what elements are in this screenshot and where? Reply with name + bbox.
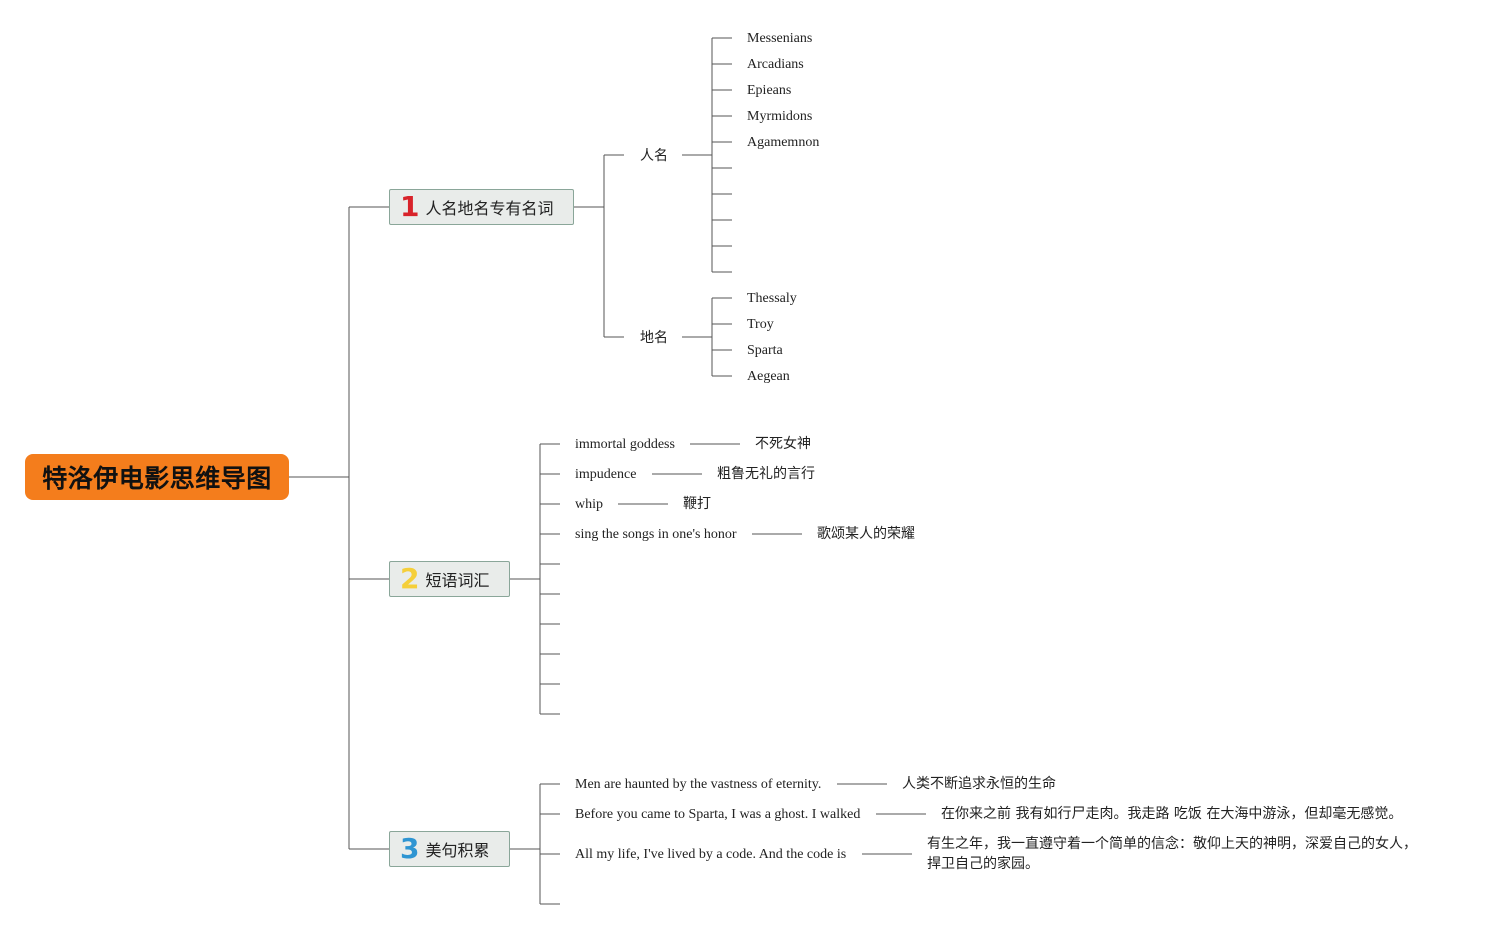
person-name-item[interactable]: Messenians bbox=[747, 31, 813, 46]
phrase-chinese[interactable]: 鞭打 bbox=[683, 496, 711, 512]
branch-label-phrases: 短语词汇 bbox=[425, 571, 490, 590]
person-name-item[interactable]: Epieans bbox=[747, 83, 792, 98]
phrase-chinese[interactable]: 粗鲁无礼的言行 bbox=[717, 466, 815, 482]
phrase-chinese[interactable]: 歌颂某人的荣耀 bbox=[817, 526, 915, 542]
sentence-chinese[interactable]: 捍卫自己的家园。 bbox=[927, 856, 1039, 872]
place-name-item[interactable]: Sparta bbox=[747, 343, 783, 358]
branch-proper-nouns[interactable]: 1 人名地名专有名词 bbox=[389, 189, 574, 225]
sentence-english[interactable]: Men are haunted by the vastness of etern… bbox=[575, 777, 822, 792]
group-place-names[interactable]: 地名 bbox=[640, 330, 668, 346]
root-title: 特洛伊电影思维导图 bbox=[42, 464, 272, 493]
branch-label-sentences: 美句积累 bbox=[425, 841, 490, 860]
branch-number-2: 2 bbox=[400, 562, 420, 595]
branch-number-3: 3 bbox=[400, 832, 420, 865]
place-name-item[interactable]: Aegean bbox=[747, 369, 790, 384]
branch-sentences[interactable]: 3 美句积累 bbox=[389, 831, 510, 867]
place-name-item[interactable]: Thessaly bbox=[747, 291, 797, 306]
phrase-english[interactable]: impudence bbox=[575, 467, 637, 482]
person-name-item[interactable]: Agamemnon bbox=[747, 135, 820, 150]
phrase-chinese[interactable]: 不死女神 bbox=[755, 436, 811, 452]
person-name-item[interactable]: Arcadians bbox=[747, 57, 804, 72]
phrase-english[interactable]: whip bbox=[575, 497, 603, 512]
sentence-english[interactable]: Before you came to Sparta, I was a ghost… bbox=[575, 807, 861, 822]
sentence-chinese[interactable]: 有生之年，我一直遵守着一个简单的信念：敬仰上天的神明，深爱自己的女人， bbox=[927, 836, 1417, 852]
sentence-chinese[interactable]: 人类不断追求永恒的生命 bbox=[902, 776, 1056, 792]
branch-number-1: 1 bbox=[400, 190, 420, 223]
sentence-english[interactable]: All my life, I've lived by a code. And t… bbox=[575, 847, 847, 862]
phrase-english[interactable]: sing the songs in one's honor bbox=[575, 527, 737, 542]
root-topic[interactable]: 特洛伊电影思维导图 bbox=[25, 454, 289, 500]
phrase-english[interactable]: immortal goddess bbox=[575, 437, 675, 452]
sentence-chinese[interactable]: 在你来之前 我有如行尸走肉。我走路 吃饭 在大海中游泳，但却毫无感觉。 bbox=[941, 806, 1403, 822]
person-name-item[interactable]: Myrmidons bbox=[747, 109, 813, 124]
branch-label-proper-nouns: 人名地名专有名词 bbox=[425, 199, 554, 218]
group-person-names[interactable]: 人名 bbox=[640, 148, 668, 164]
place-name-item[interactable]: Troy bbox=[747, 317, 774, 332]
branch-phrases[interactable]: 2 短语词汇 bbox=[389, 561, 510, 597]
